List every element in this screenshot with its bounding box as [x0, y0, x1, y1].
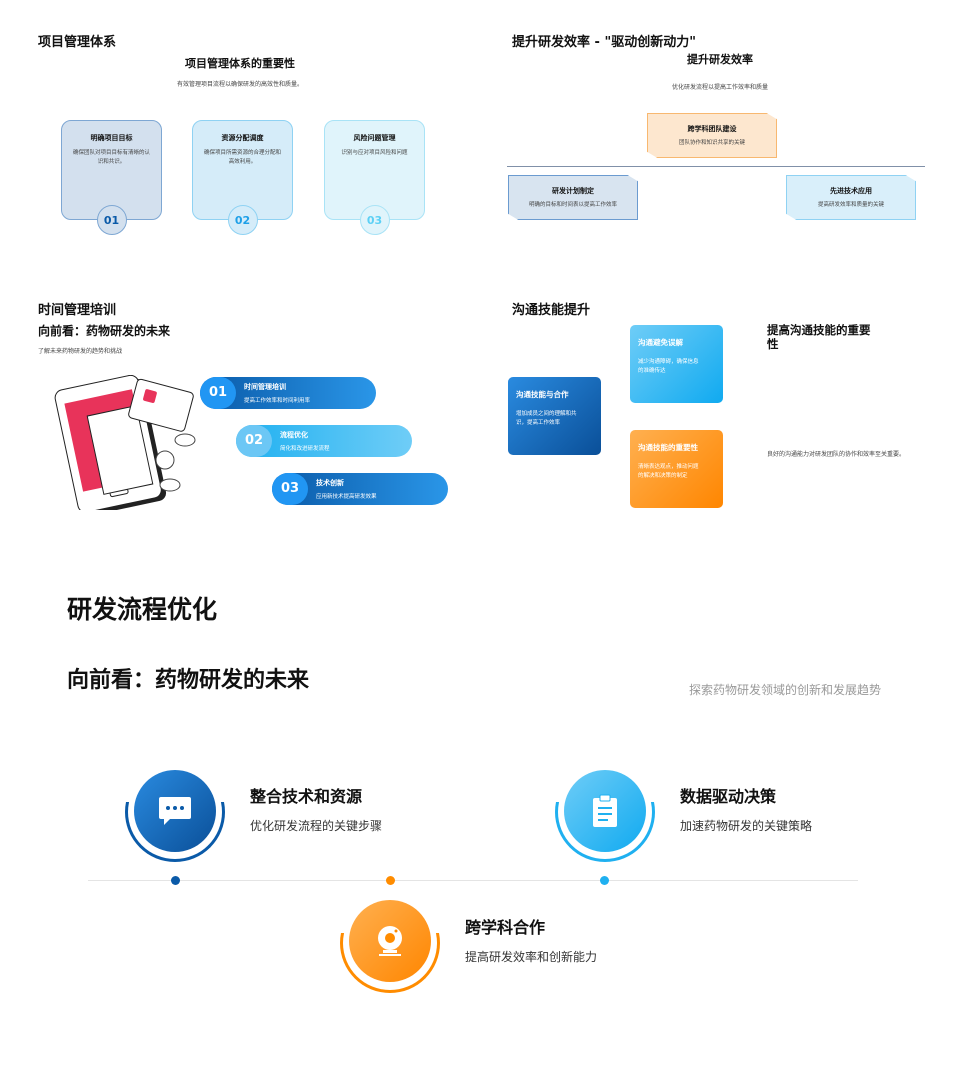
- panel-subtitle: 了解未来药物研发的趋势和挑战: [38, 348, 123, 355]
- feature-icon-circle: [564, 770, 646, 852]
- card-2: 资源分配调度 确保项目所需资源的合理分配和高效利用。 02: [192, 120, 293, 235]
- webcam-icon: [378, 926, 402, 956]
- panel-heading: 提高沟通技能的重要性: [767, 323, 871, 351]
- feature-title: 整合技术和资源: [250, 787, 363, 806]
- card-desc: 识别与应对项目风险和问题: [341, 150, 408, 156]
- step-pill: 02 流程优化简化和改进研发流程: [236, 425, 412, 457]
- timeline-line: [88, 880, 858, 881]
- timeline-line: [507, 166, 925, 167]
- card-desc: 减少沟通障碍，确保信息的准确传达: [638, 359, 699, 374]
- panel-title: 时间管理培训: [38, 303, 117, 318]
- phone-payment-illustration: [54, 375, 196, 510]
- feature-title: 数据驱动决策: [680, 787, 777, 806]
- feature-desc: 提高研发效率和创新能力: [465, 950, 598, 964]
- card-title: 沟通技能的重要性: [638, 443, 698, 452]
- comm-card: 沟通技能的重要性清晰表达观点，推动问题的解决和决策的制定: [630, 430, 723, 508]
- slide-subtitle: 探索药物研发领域的创新和发展趋势: [689, 683, 882, 697]
- slide-heading: 向前看：药物研发的未来: [67, 668, 310, 693]
- panel-title: 提升研发效率 - "驱动创新动力": [512, 35, 696, 50]
- clipboard-icon: [593, 794, 617, 827]
- card-3: 风险问题管理 识别与应对项目风险和问题 03: [324, 120, 425, 235]
- card-desc: 确保项目所需资源的合理分配和高效利用。: [203, 150, 281, 165]
- card-number: 01: [96, 205, 127, 235]
- item-title: 跨学科团队建设: [687, 125, 737, 133]
- timeline-item: 研发计划制定明确的目标和时间表以提高工作效率: [508, 175, 638, 220]
- feature-icon-circle: [134, 770, 216, 852]
- timeline-dot: [386, 876, 395, 885]
- card-1: 明确项目目标 确保团队对项目目标有清晰的认识和共识。 01: [61, 120, 162, 235]
- step-title: 技术创新: [316, 479, 344, 487]
- card-desc: 增加成员之间的理解和共识，提高工作效率: [516, 411, 577, 426]
- feature-icon-circle: [349, 900, 431, 982]
- panel-subtitle: 优化研发流程以提高工作效率和质量: [671, 84, 768, 91]
- card-title: 沟通避免误解: [638, 338, 683, 347]
- item-desc: 明确的目标和时间表以提高工作效率: [528, 202, 617, 208]
- timeline-item: 先进技术应用提高研发效率和质量的关键: [786, 175, 916, 220]
- timeline-dot: [600, 876, 609, 885]
- timeline-dot: [171, 876, 180, 885]
- step-desc: 提高工作效率和时间利用率: [244, 398, 311, 404]
- item-title: 研发计划制定: [552, 187, 594, 195]
- panel-heading: 提升研发效率: [687, 53, 753, 66]
- card-number: 02: [227, 205, 258, 235]
- comm-card: 沟通技能与合作增加成员之间的理解和共识，提高工作效率: [508, 377, 601, 455]
- chat-icon: [159, 797, 191, 825]
- step-number: 02: [236, 425, 272, 457]
- card-desc: 清晰表达观点，推动问题的解决和决策的制定: [638, 464, 699, 479]
- step-number: 01: [200, 377, 236, 409]
- panel-desc: 良好的沟通能力对研发团队的协作和效率至关重要。: [767, 451, 906, 458]
- timeline-item: 跨学科团队建设团队协作和知识共享的关键: [647, 113, 777, 158]
- panel-heading: 向前看：药物研发的未来: [38, 324, 171, 338]
- step-desc: 简化和改进研发流程: [280, 446, 330, 452]
- slide-title: 研发流程优化: [67, 595, 218, 624]
- card-title: 风险问题管理: [353, 134, 396, 142]
- step-number: 03: [272, 473, 308, 505]
- item-desc: 团队协作和知识共享的关键: [678, 140, 745, 146]
- step-title: 流程优化: [280, 431, 308, 439]
- comm-card: 沟通避免误解减少沟通障碍，确保信息的准确传达: [630, 325, 723, 403]
- card-desc: 确保团队对项目目标有清晰的认识和共识。: [72, 150, 150, 165]
- card-title: 沟通技能与合作: [516, 390, 569, 399]
- item-title: 先进技术应用: [830, 187, 872, 195]
- feature-title: 跨学科合作: [465, 918, 546, 937]
- panel-heading: 项目管理体系的重要性: [185, 57, 295, 70]
- card-title: 明确项目目标: [90, 134, 133, 142]
- step-title: 时间管理培训: [244, 383, 286, 391]
- panel-subtitle: 有效管理项目流程以确保研发的高效性和质量。: [176, 81, 303, 88]
- feature-desc: 优化研发流程的关键步骤: [250, 819, 383, 833]
- step-pill: 01 时间管理培训提高工作效率和时间利用率: [200, 377, 376, 409]
- card-number: 03: [359, 205, 390, 235]
- panel-title: 沟通技能提升: [512, 303, 591, 318]
- step-desc: 应用新技术提高研发效果: [316, 494, 377, 500]
- feature-desc: 加速药物研发的关键策略: [680, 819, 813, 833]
- item-desc: 提高研发效率和质量的关键: [817, 202, 884, 208]
- step-pill: 03 技术创新应用新技术提高研发效果: [272, 473, 448, 505]
- card-title: 资源分配调度: [221, 134, 264, 142]
- panel-title: 项目管理体系: [38, 35, 117, 50]
